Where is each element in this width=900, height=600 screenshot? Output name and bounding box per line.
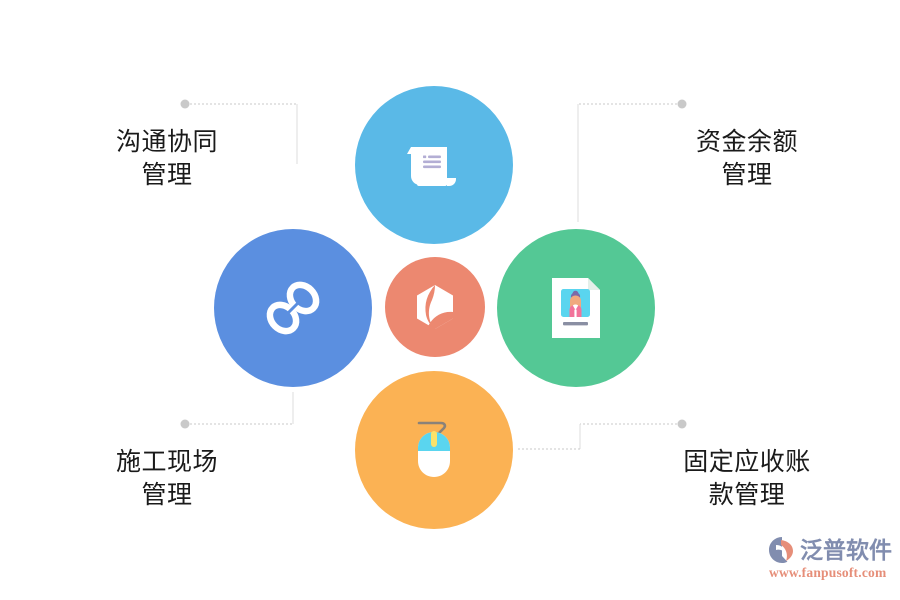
connector-dot-top-left <box>180 99 190 109</box>
label-fixed-receivables: 固定应收账 款管理 <box>683 448 811 509</box>
label-communication-collaboration: 沟通协同 管理 <box>115 128 218 189</box>
watermark: 泛普软件 www.fanpusoft.com <box>768 536 894 592</box>
watermark-brand-text: 泛普软件 <box>800 537 892 563</box>
watermark-brand-row: 泛普软件 <box>768 536 892 564</box>
connector-dot-bottom-right <box>677 419 687 429</box>
scroll-document-icon <box>407 147 456 186</box>
chain-link-icon <box>266 281 320 335</box>
connector-dot-top-right <box>677 99 687 109</box>
watermark-url: www.fanpusoft.com <box>769 565 887 580</box>
node-communication-collaboration[interactable] <box>355 86 513 244</box>
node-hub-core[interactable] <box>385 257 485 357</box>
hexagon-leaf-icon <box>417 285 453 329</box>
label-construction-site: 施工现场 管理 <box>115 448 218 509</box>
node-fixed-receivables[interactable] <box>355 371 513 529</box>
fanpu-logo-icon <box>769 537 793 563</box>
computer-mouse-icon <box>417 421 450 477</box>
connector-dot-bottom-left <box>180 419 190 429</box>
node-fund-balance[interactable] <box>497 229 655 387</box>
label-fund-balance: 资金余额 管理 <box>695 128 798 189</box>
node-construction-site[interactable] <box>214 229 372 387</box>
id-card-person-icon <box>552 278 600 338</box>
